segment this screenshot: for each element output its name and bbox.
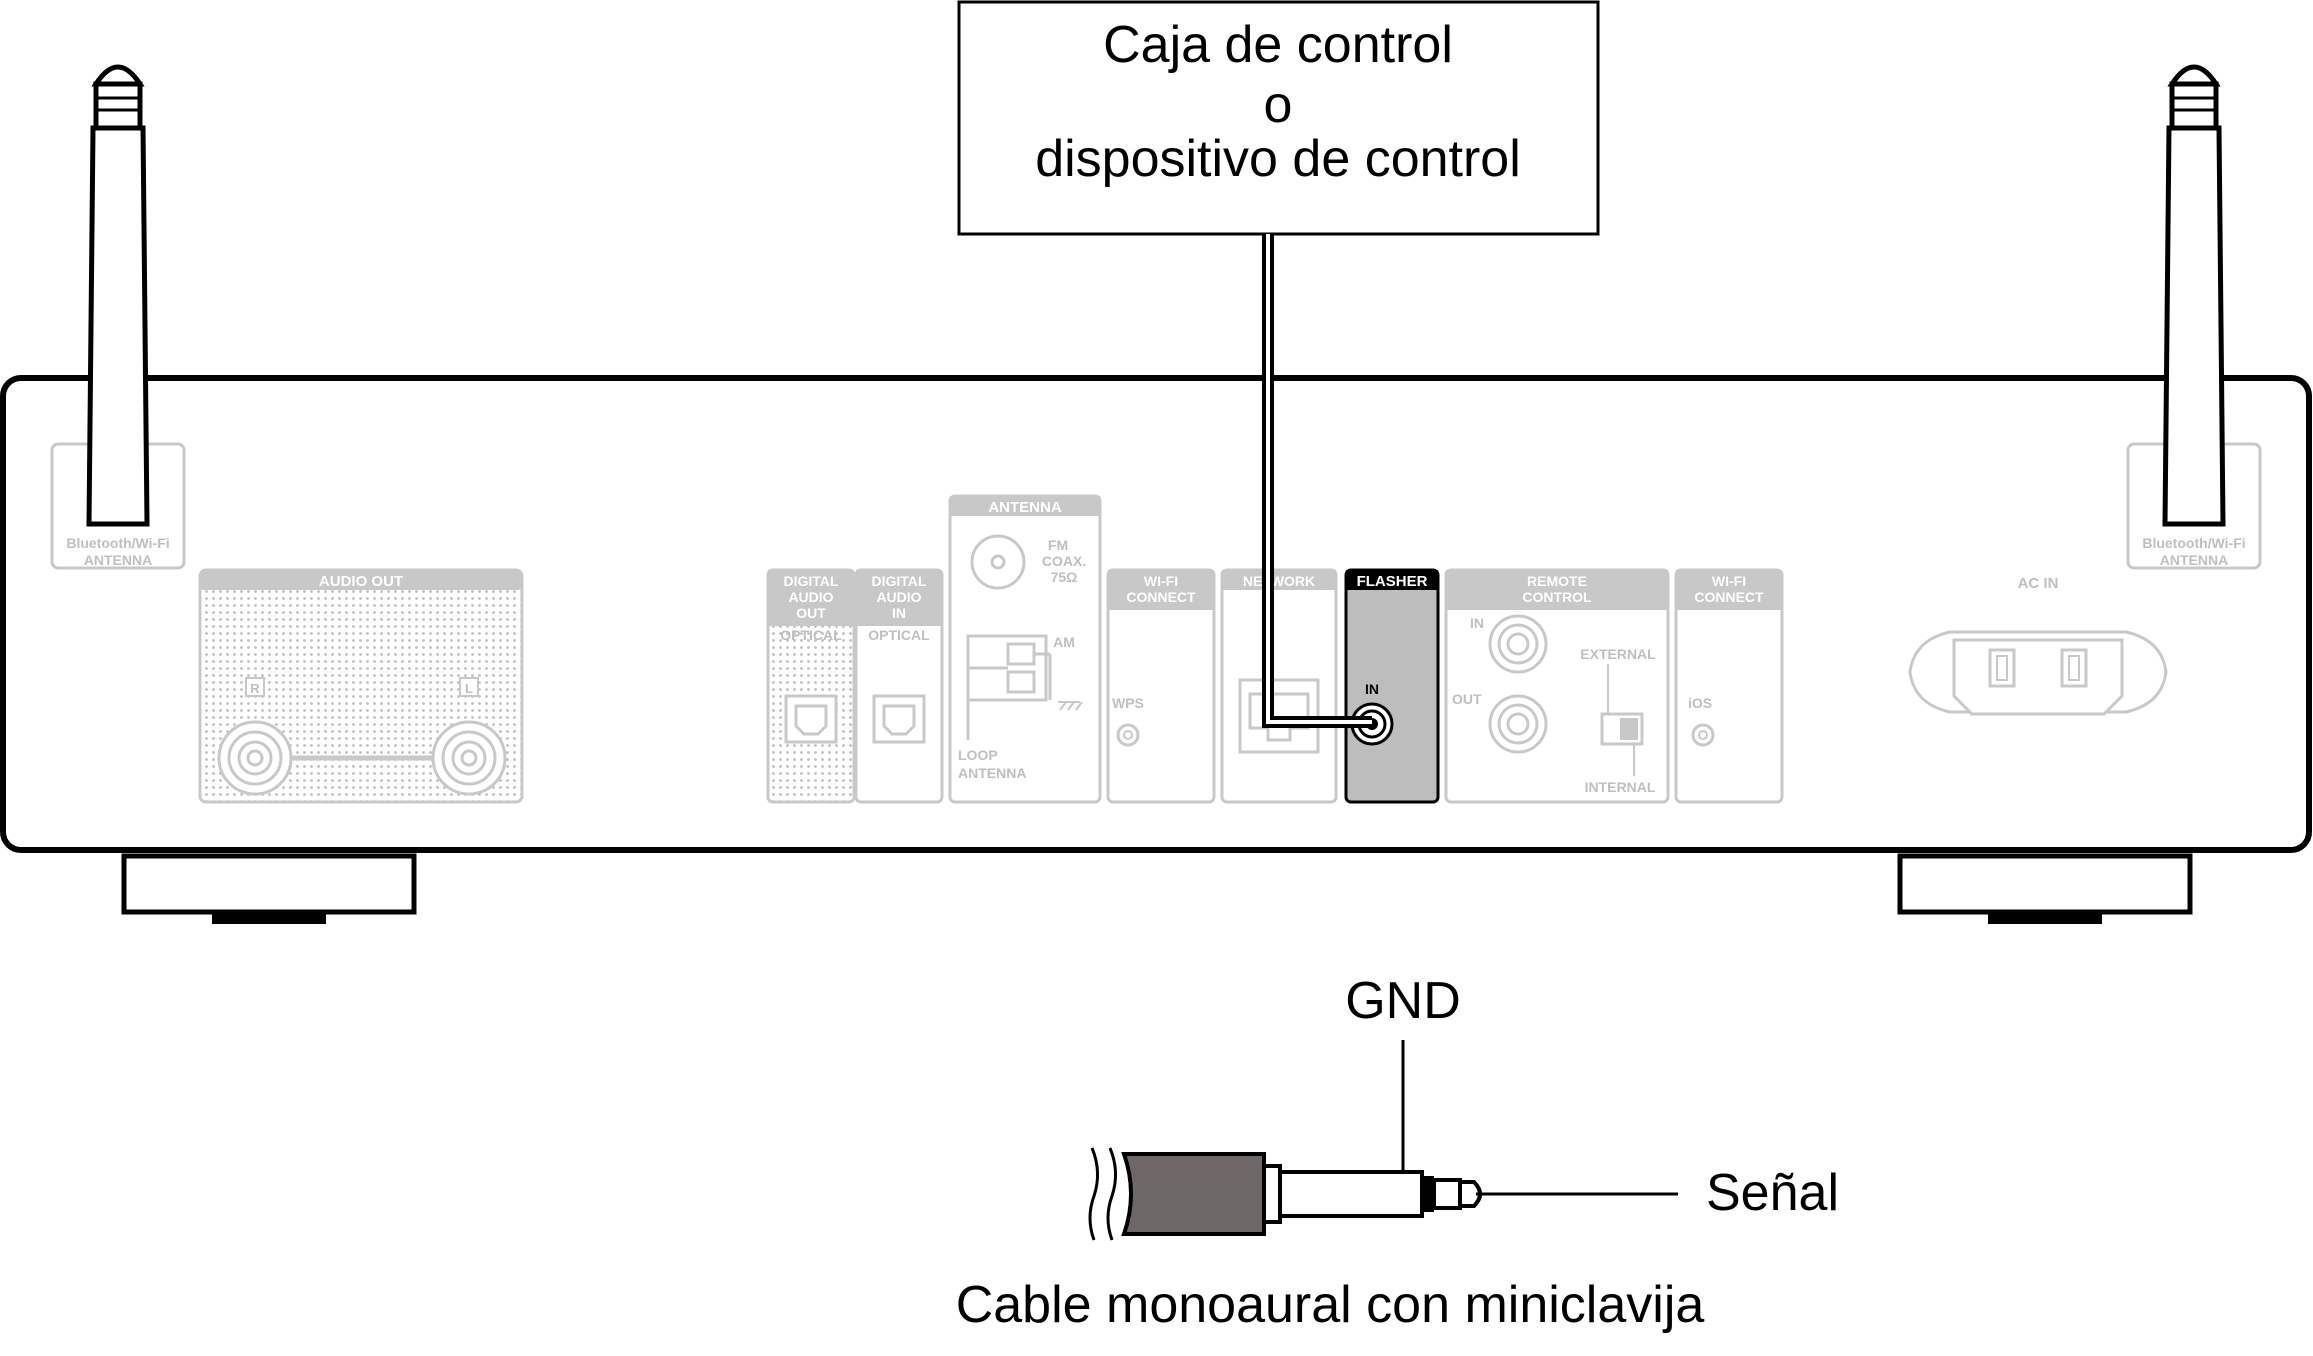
- wifi-connect-2-label-2: CONNECT: [1694, 589, 1764, 605]
- audio-out-r-label: R: [250, 681, 260, 696]
- network-section: NETWORK: [1220, 568, 1338, 804]
- digital-out-optical: OPTICAL: [780, 627, 842, 643]
- digital-out-label-1: DIGITAL: [784, 573, 839, 589]
- remote-in-label: IN: [1470, 615, 1484, 631]
- rca-jack-l: [431, 720, 507, 796]
- internal-label: INTERNAL: [1585, 779, 1656, 795]
- remote-control-label-2: CONTROL: [1522, 589, 1592, 605]
- wifi-connect-1-label-1: WI-FI: [1144, 573, 1178, 589]
- antenna-right-label-1: Bluetooth/Wi-Fi: [2142, 535, 2245, 551]
- digital-in-label-3: IN: [892, 605, 906, 621]
- antenna-left-label-1: Bluetooth/Wi-Fi: [66, 535, 169, 551]
- remote-control-section: REMOTE CONTROL IN OUT EXTERNAL INTERNAL: [1444, 568, 1670, 804]
- audio-out-label: AUDIO OUT: [319, 573, 403, 590]
- antenna-left-label-2: ANTENNA: [84, 552, 152, 568]
- audio-out-l-label: L: [465, 681, 473, 696]
- digital-in-label-2: AUDIO: [876, 589, 921, 605]
- digital-in-optical: OPTICAL: [868, 627, 930, 643]
- ohm-label: 75Ω: [1051, 569, 1078, 585]
- flasher-section: FLASHER IN: [1344, 568, 1440, 804]
- ac-in-label: AC IN: [2018, 575, 2059, 592]
- foot-left: [121, 853, 417, 924]
- foot-right: [1897, 853, 2193, 924]
- digital-out-label-3: OUT: [796, 605, 826, 621]
- fm-am-antenna-section: ANTENNA FM COAX. 75Ω AM LOOP ANTENNA: [948, 494, 1102, 804]
- digital-audio-in-section: DIGITAL AUDIO IN OPTICAL: [854, 568, 944, 804]
- am-label: AM: [1053, 634, 1075, 650]
- antenna-section-label: ANTENNA: [988, 499, 1061, 516]
- mono-mini-plug: [1088, 1040, 1678, 1241]
- callout-line-2: o: [1264, 76, 1293, 134]
- remote-out-label: OUT: [1452, 691, 1482, 707]
- callout-line-3: dispositivo de control: [1035, 130, 1521, 188]
- remote-out-jack: [1488, 694, 1548, 754]
- remote-control-label-1: REMOTE: [1527, 573, 1587, 589]
- wifi-connect-2-label-1: WI-FI: [1712, 573, 1746, 589]
- audio-out-section: AUDIO OUT R L: [198, 568, 524, 804]
- control-cable: [1262, 234, 1372, 728]
- signal-label: Señal: [1706, 1164, 1839, 1222]
- rca-jack-r: [217, 720, 293, 796]
- control-box-callout: Caja de control o dispositivo de control: [957, 0, 1600, 236]
- wifi-connect-wps-section: WI-FI CONNECT WPS: [1106, 568, 1216, 804]
- loop-antenna-label: ANTENNA: [958, 765, 1026, 781]
- external-label: EXTERNAL: [1580, 646, 1656, 662]
- plug-caption: Cable monoaural con miniclavija: [956, 1276, 1705, 1334]
- callout-line-1: Caja de control: [1103, 16, 1453, 74]
- digital-audio-out-section: DIGITAL AUDIO OUT OPTICAL: [766, 568, 856, 804]
- wps-label: WPS: [1112, 695, 1144, 711]
- remote-in-jack: [1488, 614, 1548, 674]
- digital-in-label-1: DIGITAL: [872, 573, 927, 589]
- ac-in-section: AC IN: [1908, 575, 2168, 716]
- digital-out-label-2: AUDIO: [788, 589, 833, 605]
- antenna-left: Bluetooth/Wi-Fi ANTENNA: [50, 64, 186, 570]
- antenna-right: Bluetooth/Wi-Fi ANTENNA: [2126, 64, 2262, 570]
- antenna-right-label-2: ANTENNA: [2160, 552, 2228, 568]
- wifi-connect-1-label-2: CONNECT: [1126, 589, 1196, 605]
- flasher-in-label: IN: [1365, 681, 1379, 697]
- network-label: NETWORK: [1243, 573, 1315, 589]
- ios-label: iOS: [1688, 695, 1712, 711]
- gnd-label: GND: [1345, 972, 1461, 1030]
- loop-label: LOOP: [958, 747, 998, 763]
- wifi-connect-ios-section: WI-FI CONNECT iOS: [1674, 568, 1784, 804]
- coax-label: COAX.: [1042, 553, 1086, 569]
- flasher-label: FLASHER: [1357, 573, 1428, 590]
- fm-label: FM: [1048, 537, 1068, 553]
